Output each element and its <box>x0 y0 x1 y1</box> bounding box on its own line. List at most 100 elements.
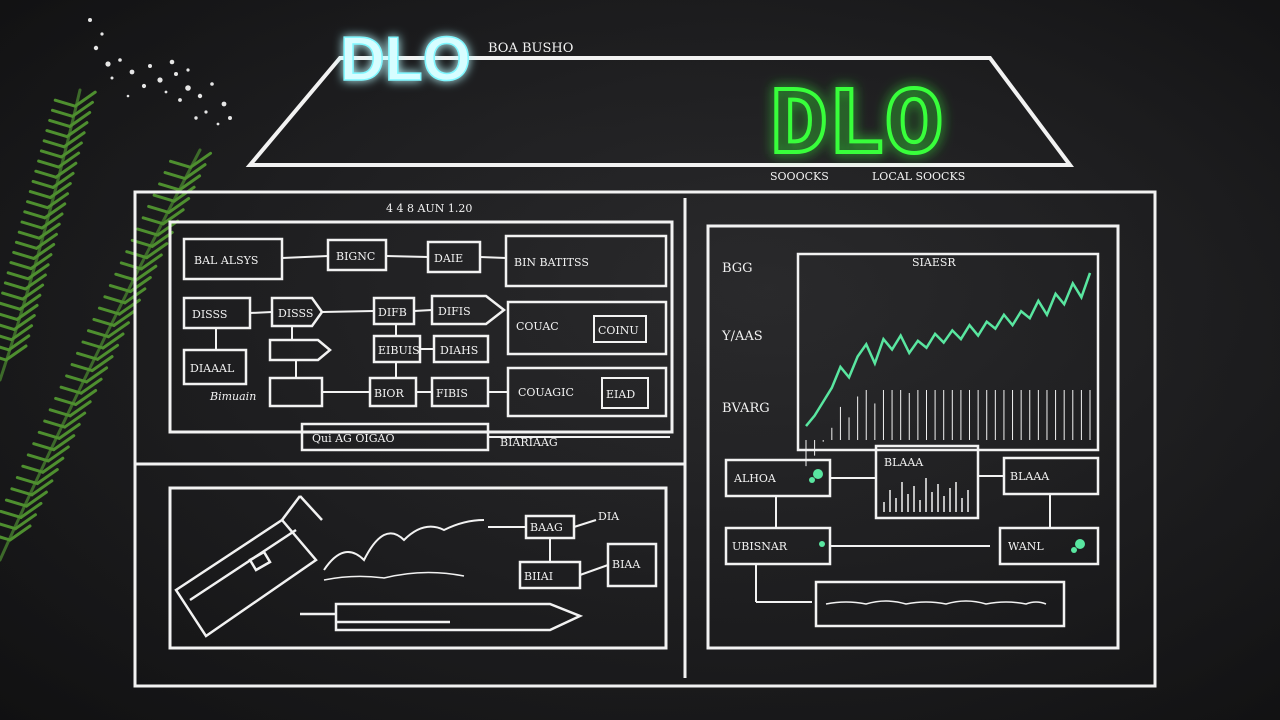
rosemary-leaf <box>15 303 39 321</box>
display-label-left: SOOOCKS <box>770 170 829 183</box>
rosemary-leaf <box>163 171 187 181</box>
rosemary-leaf <box>23 273 47 291</box>
rosemary-leaf <box>90 355 114 373</box>
rosemary-leaf <box>40 212 64 230</box>
rosemary-leaf <box>48 182 72 200</box>
rosemary-leaf <box>112 309 136 327</box>
rosemary-leaf <box>0 356 8 362</box>
right-flow-summary <box>814 580 1066 628</box>
rosemary-leaf <box>10 487 34 497</box>
rosemary-leaf <box>34 169 58 179</box>
rosemary-leaf <box>48 408 72 418</box>
rosemary-leaf <box>0 535 12 542</box>
rosemary-leaf <box>32 442 56 452</box>
right-flow-node <box>874 444 980 520</box>
sketch-node-label: DIA <box>598 510 620 523</box>
salt-sprinkle <box>88 18 232 126</box>
flow-summary-note: BIARIAAG <box>500 436 558 449</box>
rosemary-leaf <box>48 118 72 128</box>
side-label: BGG <box>722 261 753 276</box>
rosemary-leaf <box>12 314 36 332</box>
sketch-node-label: BIAA <box>612 558 641 571</box>
rosemary-leaf <box>42 139 66 149</box>
rosemary-leaf <box>57 151 81 169</box>
rosemary-leaf <box>101 332 125 350</box>
rosemary-leaf <box>74 388 98 406</box>
flow-node-label: DIAAAL <box>190 362 235 375</box>
rosemary-leaf <box>97 306 121 316</box>
sketch-frame <box>168 486 668 650</box>
rosemary-leaf <box>35 468 59 486</box>
rosemary-leaf <box>19 501 43 519</box>
rosemary-leaf <box>34 232 58 250</box>
rosemary-leaf <box>76 351 100 361</box>
line-plot <box>805 272 1092 467</box>
sketch-connectors <box>488 519 609 576</box>
rosemary-leaf <box>4 498 28 508</box>
rosemary-leaf <box>152 193 176 203</box>
rosemary-leaf <box>106 321 130 339</box>
sketch-wave-2 <box>323 571 465 581</box>
flow-node-label: DIAHS <box>440 344 478 357</box>
rosemary-leaf <box>65 374 89 384</box>
rosemary-leaf <box>15 476 39 486</box>
leaf-icon <box>809 469 1085 553</box>
flow-node-label: COUAGIC <box>518 386 574 399</box>
rosemary-leaf <box>70 363 94 373</box>
rosemary-leaf <box>134 264 158 282</box>
flow-node-label: DIFIS <box>438 305 471 318</box>
flow-node <box>268 338 332 362</box>
arrow-right-icon <box>300 602 584 632</box>
rosemary-leaf <box>21 283 45 301</box>
rosemary-leaf <box>183 163 207 181</box>
rosemary-leaf <box>139 253 163 271</box>
rosemary-leaf <box>30 479 54 497</box>
rosemary-leaf <box>17 230 41 240</box>
flow-node-label: COINU <box>598 324 639 337</box>
plot-series-line <box>805 272 1092 427</box>
rosemary-leaf <box>79 377 103 395</box>
rosemary-leaf <box>70 100 94 118</box>
rosemary-leaf <box>167 196 191 214</box>
flow-node <box>506 300 668 356</box>
flow-diagram: BAL ALSYS BIGNC DAIE BIN BATITSS DISSS D… <box>182 234 668 418</box>
flow-node <box>601 377 649 409</box>
side-label: Y/AAS <box>721 329 763 344</box>
rosemary-leaf <box>68 110 92 128</box>
summary-squiggle <box>825 600 1047 605</box>
rosemary-leaf <box>46 192 70 210</box>
green-display-text: DLO <box>770 72 943 181</box>
flow-node <box>326 238 388 272</box>
rosemary-leaf <box>29 253 53 271</box>
sketch-node-label: BIIAI <box>524 570 553 583</box>
right-panel-frame <box>706 224 1120 650</box>
right-flow-label: UBISNAR <box>732 540 788 553</box>
rosemary-leaf <box>158 182 182 192</box>
rosemary-leaf <box>24 490 48 508</box>
rosemary-leaf <box>20 220 44 230</box>
rosemary-leaf <box>46 445 70 463</box>
rosemary-leaf <box>45 129 69 139</box>
logo-caption: BOA BUSHO <box>488 41 573 56</box>
flow-summary-label: Qui AG OIGAO <box>312 432 394 445</box>
side-label: BVARG <box>722 401 770 416</box>
right-flow-label: BLAAA <box>1010 470 1050 483</box>
rosemary-leaf <box>1 291 25 301</box>
flow-node-label: EIBUIS <box>378 344 420 357</box>
flow-node-label: FIBIS <box>436 387 468 400</box>
rosemary-leaf <box>7 334 31 352</box>
rosemary-leaf <box>54 396 78 406</box>
flow-diagram-frame <box>168 220 674 434</box>
rosemary-leaf <box>21 464 45 474</box>
rosemary-leaf <box>4 344 28 362</box>
rosemary-leaf <box>51 171 75 189</box>
rosemary-leaf <box>0 522 17 531</box>
flow-node-label: BIN BATITSS <box>514 256 589 269</box>
rosemary-leaf <box>14 240 38 250</box>
rosemary-leaf <box>6 271 30 281</box>
flow-node-label: BIGNC <box>336 250 375 263</box>
rosemary-leaf <box>0 345 11 352</box>
rosemary-leaf <box>189 151 213 169</box>
